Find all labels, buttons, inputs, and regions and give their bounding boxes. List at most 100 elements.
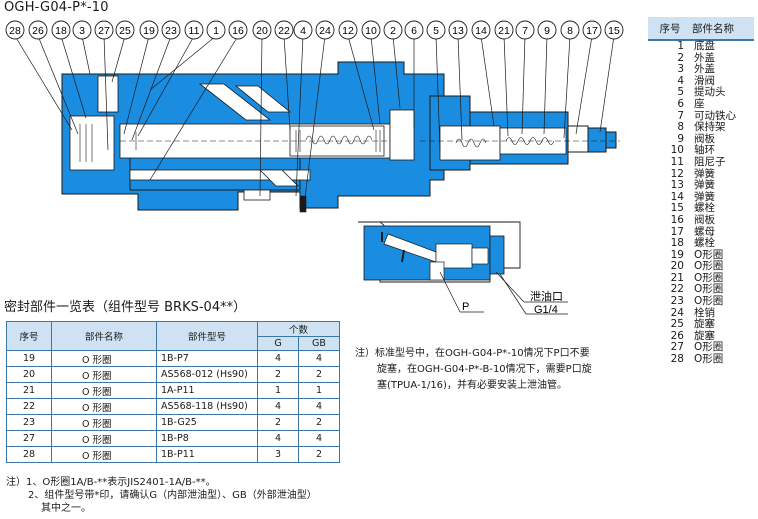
seal-row-no: 22 bbox=[6, 398, 52, 415]
seal-row-g: 4 bbox=[257, 350, 299, 367]
list-item: 21 O形圈 bbox=[648, 271, 754, 285]
diagram-title: OGH-G04-P*-10 bbox=[4, 0, 109, 15]
part-no: 28 bbox=[670, 353, 684, 366]
svg-text:17: 17 bbox=[586, 25, 598, 37]
seal-row-no: 19 bbox=[6, 350, 52, 367]
part-name: O形圈 bbox=[694, 353, 724, 366]
seal-row-model: AS568-118 (Hs90) bbox=[156, 398, 258, 415]
svg-text:15: 15 bbox=[608, 25, 620, 37]
balloon-14: 14 bbox=[471, 20, 491, 40]
seal-table-title: 密封部件一览表（组件型号 BRKS-04**） bbox=[4, 300, 247, 315]
svg-text:16: 16 bbox=[232, 25, 244, 37]
balloon-2: 2 bbox=[383, 20, 403, 40]
part-no: 6 bbox=[677, 97, 684, 110]
part-no: 5 bbox=[677, 86, 684, 99]
part-name: 旋塞 bbox=[694, 329, 715, 342]
svg-text:28: 28 bbox=[9, 25, 21, 37]
seal-row-name: O 形圈 bbox=[51, 350, 157, 367]
svg-text:2: 2 bbox=[390, 25, 396, 37]
svg-text:7: 7 bbox=[522, 25, 528, 37]
balloon-26: 26 bbox=[28, 20, 48, 40]
balloon-12: 12 bbox=[338, 20, 358, 40]
balloon-9: 9 bbox=[537, 20, 557, 40]
seal-row-model: 1A-P11 bbox=[156, 382, 258, 399]
seal-row-name: O 形圈 bbox=[51, 414, 157, 431]
seal-row-name: O 形圈 bbox=[51, 398, 157, 415]
part-name: 底盘 bbox=[694, 40, 715, 52]
parts-list-header: 序号 部件名称 bbox=[648, 17, 754, 41]
col-gb: GB bbox=[298, 336, 340, 351]
part-name: 外盖 bbox=[694, 51, 715, 64]
note-line: 2、组件型号带*印，请确认G（内部泄油型）、GB（外部泄油型） bbox=[28, 490, 317, 501]
part-no: 23 bbox=[670, 295, 684, 308]
part-no: 19 bbox=[670, 248, 684, 261]
balloon-27: 27 bbox=[94, 20, 114, 40]
balloon-5: 5 bbox=[426, 20, 446, 40]
part-no: 20 bbox=[670, 260, 684, 273]
balloon-4: 4 bbox=[293, 20, 313, 40]
part-no: 7 bbox=[677, 109, 684, 122]
seal-row-no: 21 bbox=[6, 382, 52, 399]
balloon-22: 22 bbox=[274, 20, 294, 40]
part-no: 21 bbox=[670, 271, 684, 284]
part-name: 螺母 bbox=[694, 225, 715, 238]
part-name: 螺栓 bbox=[694, 237, 715, 250]
part-no: 4 bbox=[677, 74, 684, 87]
seal-row-gb: 4 bbox=[298, 398, 340, 415]
part-no: 9 bbox=[677, 132, 684, 145]
seal-table-notes: 注）1、O形圈1A/B-**表示JIS2401-1A/B-**。 2、组件型号带… bbox=[6, 476, 317, 515]
svg-text:1: 1 bbox=[213, 25, 219, 37]
part-name: O形圈 bbox=[694, 283, 724, 296]
part-name: 栓销 bbox=[694, 306, 715, 319]
svg-text:25: 25 bbox=[119, 25, 131, 37]
seal-row-gb: 2 bbox=[298, 366, 340, 383]
seal-row-model: 1B-G25 bbox=[156, 414, 258, 431]
seal-row-no: 23 bbox=[6, 414, 52, 431]
note-line: 注）标准型号中，在OGH-G04-P*-10情况下P口不要 bbox=[355, 348, 590, 359]
seal-row-model: 1B-P11 bbox=[156, 446, 258, 463]
svg-text:14: 14 bbox=[475, 25, 487, 37]
list-item: 22 O形圈 bbox=[648, 284, 754, 296]
balloon-17: 17 bbox=[582, 20, 602, 40]
part-no: 11 bbox=[670, 155, 684, 168]
svg-text:26: 26 bbox=[32, 25, 44, 37]
svg-text:5: 5 bbox=[433, 25, 439, 37]
part-no: 22 bbox=[670, 283, 684, 296]
part-name: 弹簧 bbox=[694, 167, 715, 180]
part-name: 螺栓 bbox=[694, 202, 715, 215]
part-no: 2 bbox=[677, 51, 684, 64]
part-name: 提动头 bbox=[694, 86, 726, 99]
seal-row-model: 1B-P7 bbox=[156, 350, 258, 367]
part-name: 座 bbox=[694, 97, 705, 110]
balloon-19: 19 bbox=[139, 20, 159, 40]
svg-text:21: 21 bbox=[498, 25, 510, 37]
seal-row-g: 2 bbox=[257, 414, 299, 431]
balloon-24: 24 bbox=[315, 20, 335, 40]
part-no: 25 bbox=[670, 318, 684, 331]
balloon-20: 20 bbox=[252, 20, 272, 40]
svg-text:20: 20 bbox=[256, 25, 268, 37]
svg-text:23: 23 bbox=[165, 25, 177, 37]
seal-row-g: 1 bbox=[257, 382, 299, 399]
svg-text:24: 24 bbox=[319, 25, 331, 37]
balloon-13: 13 bbox=[448, 20, 468, 40]
g14-label: G1/4 bbox=[534, 304, 558, 316]
part-name: O形圈 bbox=[694, 271, 724, 284]
part-no: 14 bbox=[670, 190, 684, 203]
svg-text:12: 12 bbox=[342, 25, 354, 37]
balloon-28: 28 bbox=[5, 20, 25, 40]
